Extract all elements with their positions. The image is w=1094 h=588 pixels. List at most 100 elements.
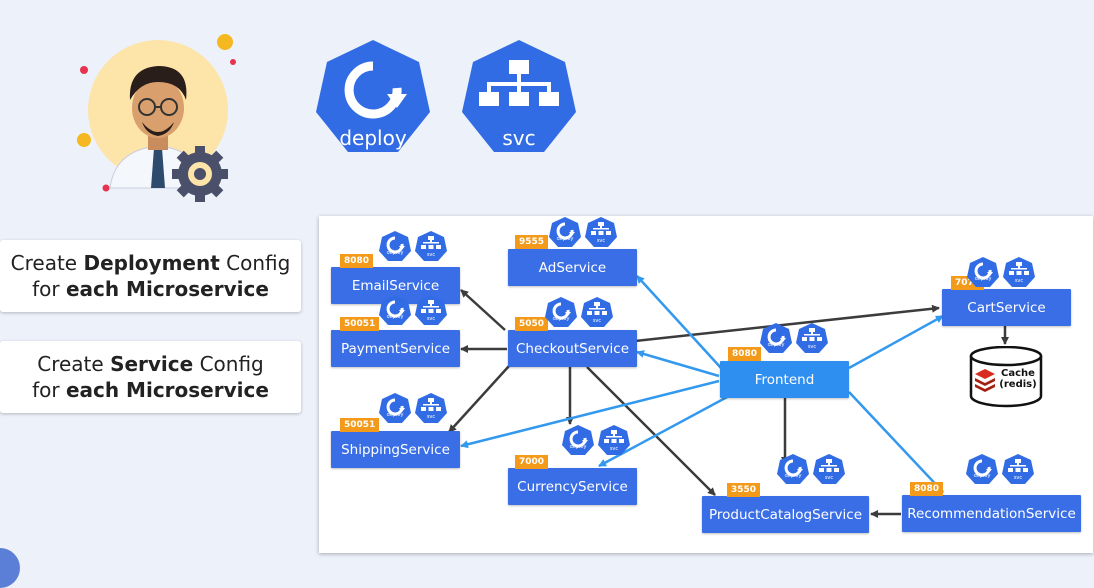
- service-shipping[interactable]: ShippingService: [331, 431, 460, 468]
- service-email[interactable]: EmailService: [331, 267, 460, 304]
- callout-text: Config: [219, 251, 291, 275]
- mini-deploy-icon-label: deploy: [552, 316, 570, 322]
- mini-deploy-icon: deploy: [545, 296, 577, 332]
- mini-deploy-icon-label: deploy: [974, 276, 992, 282]
- callout-text: Create: [37, 352, 111, 376]
- arrow-checkout-cart: [634, 304, 940, 343]
- callout-text: for: [32, 378, 66, 402]
- mini-svc-icon-label: svc: [426, 252, 436, 258]
- cache-label-line1: Cache: [1001, 368, 1035, 379]
- service-label: RecommendationService: [907, 505, 1076, 522]
- callout-text: Create: [10, 251, 84, 275]
- callout-text: for: [32, 277, 66, 301]
- arrow-checkout-productcatalog: [586, 366, 716, 496]
- mini-svc-icon-label: svc: [426, 316, 436, 322]
- mini-svc-icon: svc: [1002, 453, 1034, 489]
- mini-deploy-icon: deploy: [379, 230, 411, 266]
- mini-svc-icon: svc: [585, 216, 617, 252]
- mini-deploy-icon: deploy: [379, 294, 411, 330]
- mini-deploy-icon-label: deploy: [386, 314, 404, 320]
- mini-svc-icon-label: svc: [596, 238, 606, 244]
- mini-svc-icon: svc: [796, 322, 828, 358]
- arrow-checkout-shipping: [448, 365, 510, 433]
- cache-label-line2: (redis): [999, 379, 1037, 390]
- arrow-frontend-shipping: [460, 379, 720, 449]
- arrow-frontend-cart: [848, 314, 944, 370]
- mini-deploy-icon: deploy: [966, 453, 998, 489]
- port-badge-shipping: 50051: [340, 418, 380, 432]
- arrow-frontend-ad: [636, 275, 722, 369]
- mini-svc-icon-label: svc: [592, 318, 602, 324]
- service-label: EmailService: [351, 277, 440, 294]
- callout-text: Config: [193, 352, 264, 376]
- mini-deploy-icon: deploy: [777, 453, 809, 489]
- service-label: CartService: [967, 299, 1046, 316]
- cache-cylinder-icon: [969, 346, 1043, 408]
- callout-service-config: Create Service Config for each Microserv…: [0, 341, 301, 413]
- mini-svc-icon: svc: [813, 453, 845, 489]
- service-ad[interactable]: AdService: [508, 249, 637, 286]
- mini-svc-icon-label: svc: [1014, 278, 1024, 284]
- service-label: PaymentService: [341, 340, 450, 357]
- mini-svc-icon: svc: [1003, 256, 1035, 292]
- mini-svc-icon-label: svc: [807, 344, 817, 350]
- mini-svc-icon-label: svc: [609, 446, 619, 452]
- port-badge-recommendation: 8080: [910, 482, 944, 496]
- service-frontend[interactable]: Frontend: [720, 361, 849, 398]
- mini-svc-icon: svc: [598, 424, 630, 460]
- mini-deploy-icon-label: deploy: [784, 473, 802, 479]
- mini-svc-icon-label: svc: [1013, 475, 1023, 481]
- callout-bold: Deployment: [83, 251, 220, 275]
- mini-deploy-icon-label: deploy: [569, 444, 587, 450]
- mini-deploy-icon: deploy: [379, 392, 411, 428]
- mini-svc-icon: svc: [415, 392, 447, 428]
- mini-deploy-icon-label: deploy: [556, 236, 574, 242]
- service-productcatalog[interactable]: ProductCatalogService: [702, 496, 869, 533]
- service-checkout[interactable]: CheckoutService: [508, 330, 637, 367]
- service-label: Frontend: [754, 371, 815, 388]
- mini-svc-icon-label: svc: [426, 414, 436, 420]
- background-blob: [0, 548, 20, 588]
- mini-deploy-icon-label: deploy: [973, 473, 991, 479]
- port-badge-payment: 50051: [340, 317, 380, 331]
- service-label: AdService: [538, 259, 607, 276]
- mini-deploy-icon-label: deploy: [386, 412, 404, 418]
- svc-icon-label: svc: [502, 126, 536, 150]
- port-badge-ad: 9555: [515, 235, 549, 249]
- port-badge-currency: 7000: [515, 455, 549, 469]
- avatar-illustration: [77, 34, 236, 202]
- cache-label: Cache (redis): [997, 368, 1039, 390]
- mini-svc-icon: svc: [415, 230, 447, 266]
- service-cart[interactable]: CartService: [942, 289, 1071, 326]
- mini-svc-icon: svc: [581, 296, 613, 332]
- mini-deploy-icon: deploy: [760, 322, 792, 358]
- service-label: CheckoutService: [515, 340, 630, 357]
- callout-bold: each Microservice: [65, 378, 269, 402]
- deploy-icon-label: deploy: [339, 126, 407, 150]
- callout-deployment-config: Create Deployment Config for each Micros…: [0, 240, 301, 312]
- callout-bold: Service: [110, 352, 194, 376]
- microservices-diagram: Cache (redis) EmailService PaymentServic…: [319, 216, 1093, 553]
- callout-bold: each Microservice: [65, 277, 269, 301]
- mini-deploy-icon: deploy: [549, 216, 581, 252]
- port-badge-email: 8080: [340, 254, 374, 268]
- port-badge-frontend: 8080: [728, 347, 762, 361]
- service-payment[interactable]: PaymentService: [331, 330, 460, 367]
- deploy-icon: deploy: [313, 38, 433, 158]
- svc-icon: svc: [459, 38, 579, 158]
- service-currency[interactable]: CurrencyService: [508, 468, 637, 505]
- service-label: CurrencyService: [517, 478, 628, 495]
- arrow-frontend-recommendation: [848, 391, 944, 493]
- port-badge-checkout: 5050: [515, 317, 549, 331]
- mini-deploy-icon-label: deploy: [767, 342, 785, 348]
- arrow-checkout-email: [460, 289, 506, 331]
- port-badge-productcatalog: 3550: [727, 483, 761, 497]
- mini-svc-icon: svc: [415, 294, 447, 330]
- service-recommendation[interactable]: RecommendationService: [902, 495, 1081, 532]
- mini-deploy-icon: deploy: [562, 424, 594, 460]
- service-label: ShippingService: [341, 441, 450, 458]
- mini-svc-icon-label: svc: [824, 475, 834, 481]
- mini-deploy-icon-label: deploy: [386, 250, 404, 256]
- service-label: ProductCatalogService: [709, 506, 862, 523]
- arrow-frontend-checkout: [636, 350, 720, 378]
